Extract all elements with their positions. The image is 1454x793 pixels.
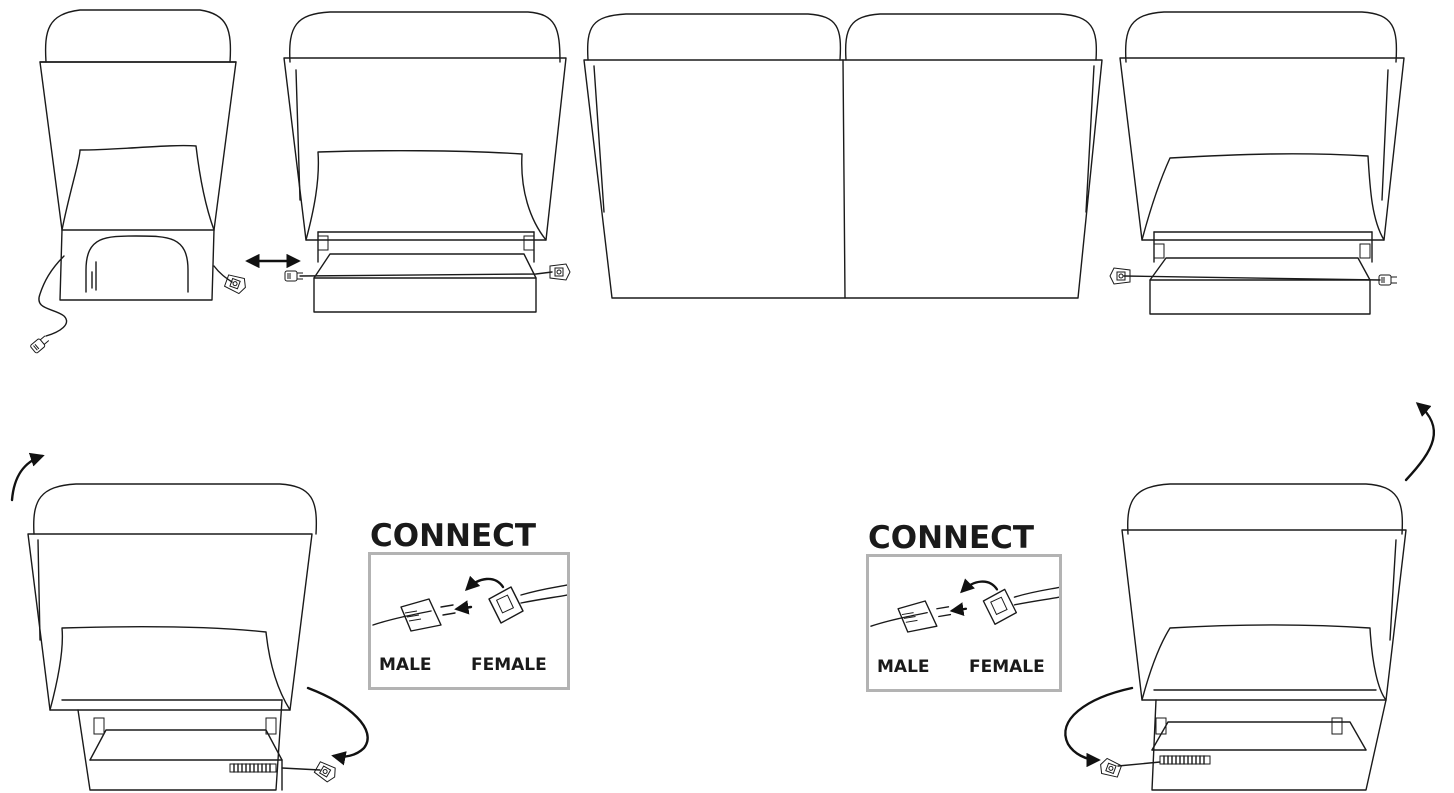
female-label: FEMALE <box>969 657 1045 677</box>
left-end-seat-back-view <box>29 9 249 355</box>
center-loveseat-back-view <box>583 13 1103 299</box>
male-label: MALE <box>877 657 930 677</box>
left-recliner-back-view <box>10 452 369 791</box>
female-label: FEMALE <box>471 655 547 675</box>
connect-title: CONNECT <box>868 520 1035 556</box>
connect-title: CONNECT <box>370 518 537 554</box>
recliner-back-view-2 <box>1109 11 1405 315</box>
male-female-plug-icon <box>372 575 567 632</box>
right-recliner-back-view <box>1064 402 1436 791</box>
connect-panel-right: CONNECT MALE FEMALE <box>866 514 1062 692</box>
connect-panel-left: CONNECT MALE FEMALE <box>368 512 570 690</box>
connect-frame: MALE FEMALE <box>368 552 570 690</box>
recliner-back-view-1 <box>283 11 571 313</box>
male-label: MALE <box>379 655 432 675</box>
connect-frame: MALE FEMALE <box>866 554 1062 692</box>
male-female-plug-icon <box>870 578 1059 633</box>
